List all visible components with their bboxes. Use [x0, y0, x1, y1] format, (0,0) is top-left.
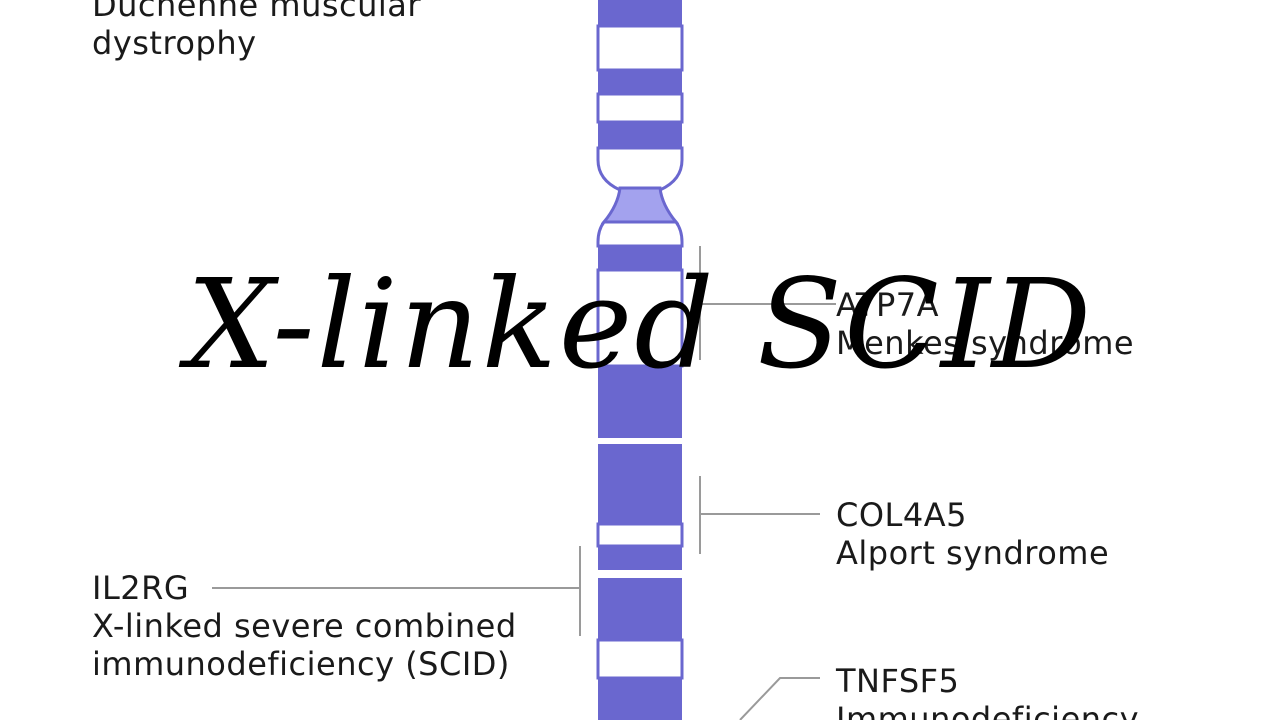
q-arm-band-light-3: [598, 438, 682, 444]
dmd-disease-line1: Duchenne muscular: [92, 0, 422, 24]
atp7a-disease: Menkes syndrome: [836, 324, 1135, 362]
label-tnfsf5: TNFSF5 Immunodeficiency: [836, 662, 1139, 720]
leader-col4a5: [699, 476, 820, 554]
atp7a-gene: ATP7A: [836, 286, 939, 324]
chromosome-p-arm: [596, 0, 684, 192]
label-il2rg: IL2RG X-linked severe combined immunodef…: [92, 569, 517, 683]
label-dmd: Duchenne muscular dystrophy: [92, 0, 421, 62]
q-arm-band-light-2: [596, 268, 684, 368]
q-arm-band-dark-1: [598, 246, 682, 270]
q-arm-band-dark-2: [598, 366, 682, 438]
q-arm-band-dark-4: [598, 546, 682, 570]
il2rg-disease-line1: X-linked severe combined: [92, 607, 517, 645]
q-arm-band-light-6: [596, 638, 684, 680]
p-arm-band-dark-3: [598, 122, 682, 148]
leader-atp7a: [699, 246, 836, 360]
q-arm-band-dark-5: [598, 578, 682, 640]
q-arm-band-light-5: [598, 570, 682, 578]
overlay-title: X-linked SCID: [186, 253, 1094, 397]
col4a5-gene: COL4A5: [836, 496, 967, 534]
leader-lines: [212, 246, 836, 720]
il2rg-disease-line2: immunodeficiency (SCID): [92, 645, 510, 683]
dmd-disease-line2: dystrophy: [92, 24, 257, 62]
tnfsf5-gene: TNFSF5: [836, 662, 960, 700]
leader-il2rg: [212, 546, 581, 636]
p-arm-band-dark-1: [598, 0, 682, 26]
p-arm-band-light-2: [596, 92, 684, 124]
tnfsf5-disease-line1: Immunodeficiency: [836, 700, 1140, 720]
il2rg-gene: IL2RG: [92, 569, 190, 607]
p-arm-band-light-1: [596, 24, 684, 72]
col4a5-disease: Alport syndrome: [836, 534, 1110, 572]
chromosome-q-arm: [596, 220, 684, 720]
q-arm-band-light-1: [596, 220, 684, 248]
leader-tnfsf5: [739, 677, 820, 720]
p-arm-band-light-3: [596, 146, 684, 192]
label-col4a5: COL4A5 Alport syndrome: [836, 496, 1109, 572]
q-arm-band-dark-3: [598, 444, 682, 524]
centromere: [600, 186, 680, 224]
p-arm-band-dark-2: [598, 70, 682, 94]
label-atp7a: ATP7A Menkes syndrome: [836, 286, 1134, 362]
q-arm-band-light-4: [596, 522, 684, 548]
q-arm-band-dark-6: [598, 678, 682, 720]
